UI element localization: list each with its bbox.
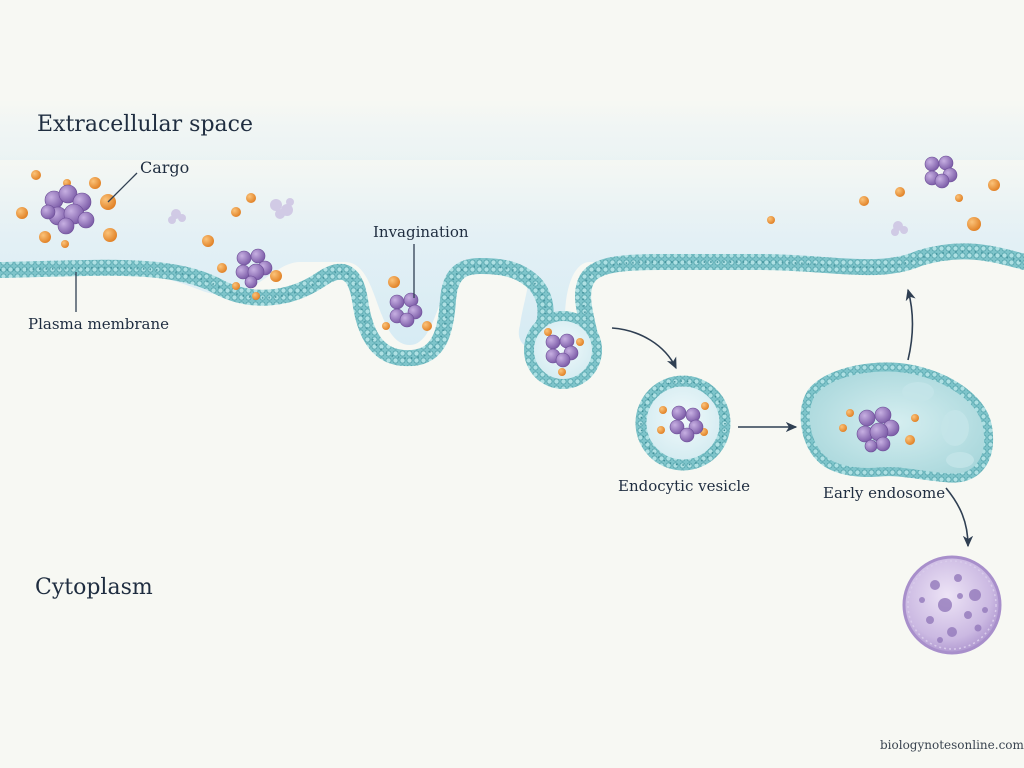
cargo-label: Cargo xyxy=(140,158,190,177)
arrow-recycling xyxy=(905,288,916,361)
early-endosome-label: Early endosome xyxy=(823,484,946,502)
plasma-membrane-label: Plasma membrane xyxy=(28,315,170,333)
lysosome xyxy=(902,555,1002,655)
plasma-membrane xyxy=(0,243,1024,385)
endocytic-vesicle-label: Endocytic vesicle xyxy=(618,477,751,495)
extracellular-space-label: Extracellular space xyxy=(37,112,254,137)
arrow-to-lysosome xyxy=(945,487,974,548)
source-credit: biologynotesonline.com xyxy=(880,738,1024,752)
cargo-particles xyxy=(16,170,1000,445)
cytoplasm-label: Cytoplasm xyxy=(35,575,153,600)
faint-protein-clusters xyxy=(168,198,908,236)
protein-clusters xyxy=(40,155,958,453)
invagination-label: Invagination xyxy=(373,223,469,241)
extracellular-region xyxy=(0,150,1024,349)
cargo-leader-line xyxy=(107,172,138,203)
arrow-to-vesicle xyxy=(611,327,677,370)
